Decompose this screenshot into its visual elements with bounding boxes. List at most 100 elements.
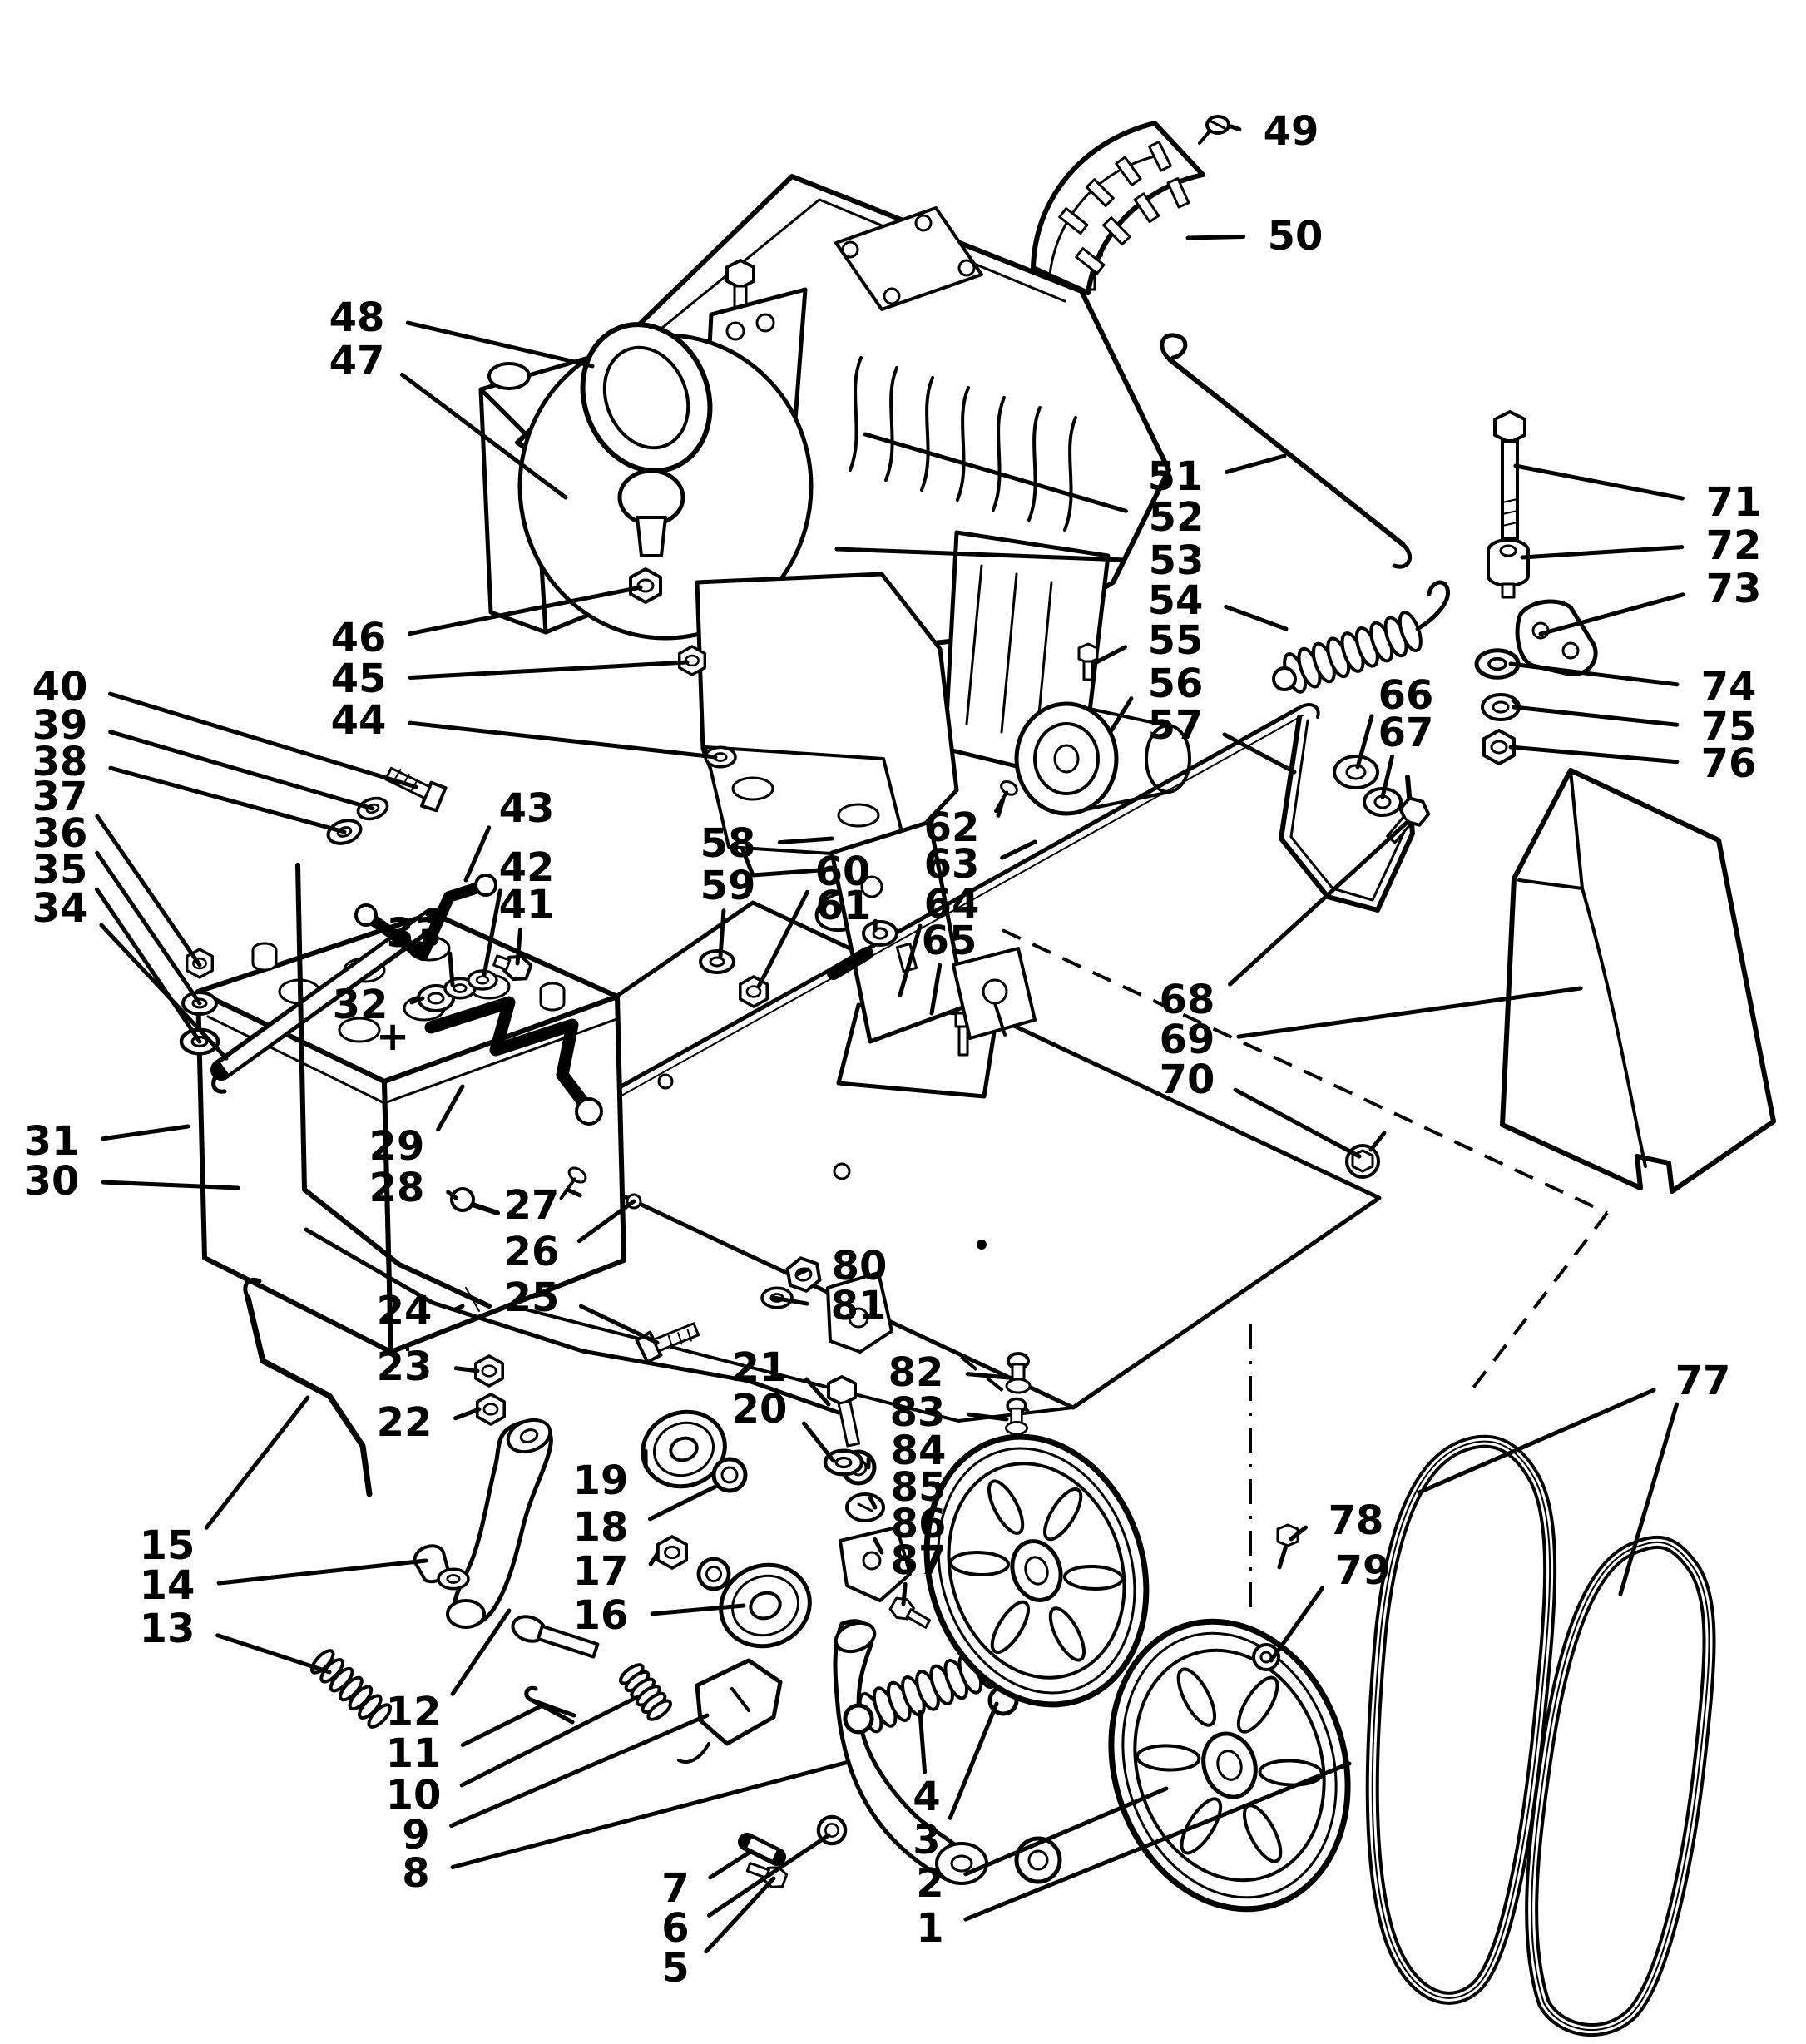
callout-75-leader: [1512, 705, 1680, 727]
part-callout-22: 22: [377, 1399, 433, 1446]
battery-illustration: +: [181, 757, 841, 1426]
callout-80-leader: [794, 1267, 810, 1277]
callout-45-leader: [408, 660, 690, 680]
part-callout-68: 68: [1160, 977, 1215, 1023]
part-callout-47: 47: [329, 338, 385, 384]
callout-63-leader: [1000, 839, 1037, 860]
callout-81-leader: [771, 1295, 809, 1306]
part-callout-72: 72: [1706, 522, 1762, 569]
clutch-linkage-illustration: [243, 1278, 1062, 1888]
part-callout-37: 37: [32, 774, 88, 820]
part-callout-18: 18: [573, 1504, 629, 1551]
callout-47-leader: [399, 372, 568, 500]
callout-9-leader: [449, 1713, 710, 1829]
part-callout-55: 55: [1148, 617, 1204, 664]
plate-hardware-illustration: [559, 1166, 1032, 1629]
part-callout-20: 20: [732, 1386, 788, 1433]
part-callout-39: 39: [32, 702, 88, 749]
callout-2-leader: [963, 1786, 1169, 1877]
part-callout-41: 41: [499, 882, 555, 928]
part-callout-42: 42: [499, 844, 555, 891]
belt-cover-illustration: [1345, 768, 1776, 1194]
guard-screw: [1198, 115, 1230, 145]
callout-46-leader: [408, 585, 643, 636]
callout-73-leader: [1538, 592, 1685, 636]
part-callout-40: 40: [32, 664, 88, 710]
part-callout-63: 63: [924, 841, 980, 888]
part-callout-82: 82: [888, 1349, 944, 1396]
part-callout-79: 79: [1335, 1547, 1391, 1594]
callout-27-leader: [565, 1187, 582, 1198]
callout-leader-layer: [95, 124, 1685, 1954]
part-callout-30: 30: [24, 1158, 80, 1205]
callout-43-leader: [463, 825, 492, 883]
part-callout-16: 16: [573, 1592, 629, 1639]
callout-10-leader: [459, 1695, 640, 1788]
callout-54-leader: [1224, 604, 1289, 631]
callout-8-leader: [450, 1759, 851, 1870]
illustration-layer: +: [181, 115, 1776, 2037]
part-callout-52: 52: [1149, 494, 1205, 541]
part-callout-59: 59: [700, 863, 756, 909]
part-callout-25: 25: [504, 1274, 560, 1321]
callout-48-leader: [405, 320, 595, 369]
callout-79-leader: [1269, 1586, 1325, 1663]
callout-37-leader: [95, 814, 202, 968]
part-callout-69: 69: [1160, 1017, 1215, 1063]
part-callout-11: 11: [386, 1730, 442, 1777]
part-callout-61: 61: [816, 883, 872, 929]
callout-58-leader: [777, 836, 834, 845]
part-callout-76: 76: [1701, 740, 1757, 787]
part-callout-46: 46: [331, 615, 387, 661]
part-callout-14: 14: [140, 1562, 195, 1609]
callout-85-leader: [868, 1496, 878, 1510]
part-callout-3: 3: [913, 1817, 940, 1863]
callout-17-leader: [648, 1552, 660, 1566]
part-callout-38: 38: [32, 739, 88, 785]
callout-56-leader: [1109, 696, 1134, 733]
part-callout-86: 86: [891, 1501, 947, 1547]
callout-26-leader: [576, 1199, 636, 1244]
callout-18-leader: [647, 1483, 720, 1522]
part-callout-84: 84: [891, 1428, 947, 1474]
part-callout-26: 26: [504, 1229, 560, 1275]
part-callout-67: 67: [1378, 710, 1434, 756]
starter-motor-illustration: [994, 642, 1191, 816]
callout-33-leader: [448, 951, 455, 987]
callout-71-leader: [1513, 463, 1685, 501]
part-callout-80: 80: [832, 1243, 888, 1289]
part-callout-1: 1: [916, 1905, 943, 1952]
part-callout-12: 12: [386, 1689, 442, 1735]
part-callout-2: 2: [916, 1860, 943, 1907]
muffler-guard-illustration: [1031, 115, 1230, 295]
engine-pulley-illustration: [923, 1433, 1150, 1708]
callout-36-leader: [95, 850, 202, 1006]
drive-pulleys-illustration: [843, 1433, 1351, 1913]
callout-42-leader: [482, 888, 502, 977]
part-callout-83: 83: [890, 1389, 946, 1436]
part-callout-87: 87: [891, 1537, 947, 1584]
callout-38-leader: [108, 765, 347, 834]
callout-78-leader: [1289, 1525, 1309, 1542]
part-callout-50: 50: [1268, 213, 1324, 260]
callout-76-leader: [1508, 745, 1680, 765]
part-callout-66: 66: [1378, 672, 1434, 719]
callout-86-leader: [873, 1537, 884, 1555]
part-callout-53: 53: [1149, 537, 1205, 584]
part-callout-49: 49: [1264, 108, 1319, 155]
callout-13-leader: [215, 1633, 332, 1675]
part-callout-19: 19: [573, 1458, 629, 1504]
callout-25-leader: [578, 1304, 660, 1345]
part-callout-36: 36: [32, 810, 88, 857]
callout-15-leader: [204, 1395, 310, 1530]
switch-plate-illustration: [570, 703, 1320, 1122]
callout-12-leader: [450, 1608, 512, 1696]
callout-66-leader: [1355, 714, 1374, 770]
idler-spring-illustration: [1272, 580, 1450, 694]
part-callout-35: 35: [32, 847, 88, 893]
part-callout-43: 43: [499, 785, 555, 832]
callout-74-leader: [1508, 661, 1680, 687]
part-callout-27: 27: [504, 1182, 560, 1229]
callout-23-leader: [453, 1366, 480, 1373]
